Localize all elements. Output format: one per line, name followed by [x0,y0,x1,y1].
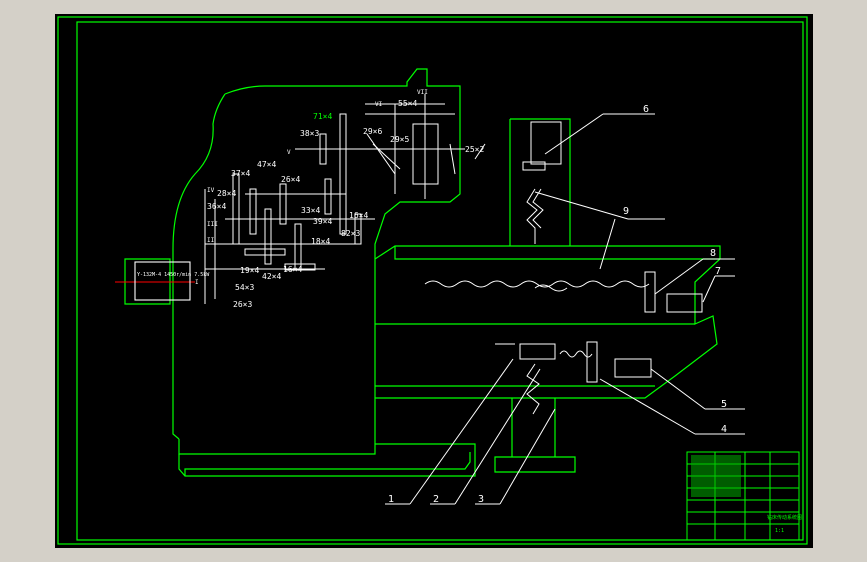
lower-clutch [586,341,598,383]
shaft-vii-label: VII [417,89,428,96]
gearbox-internals [204,94,486,304]
gear-26x3: 26×3 [233,300,252,309]
shaft-ii-label: II [207,237,215,244]
gear-16x4-b: 16×4 [283,265,302,274]
outer-frame [57,16,808,545]
spindle-motor-flange [522,161,546,171]
title-block-scale: 1:1 [775,528,784,534]
lower-motor [614,358,652,378]
motor-body [134,261,191,301]
callout-8: 8 [710,248,716,259]
callout-3: 3 [478,494,484,505]
vertical-spring-upper-b [532,188,544,229]
drawing-canvas: Y-132M-4 1450r/min 7.5kW [55,14,813,548]
title-block-name: 钻床传动系统图 [767,514,802,521]
callout-4: 4 [721,424,727,435]
shaft-iii-label: III [207,221,218,228]
gear-39x4: 39×4 [313,217,332,226]
gear-18x4: 18×4 [311,237,330,246]
horizontal-leadscrew-b [534,284,568,292]
gear-55x4: 55×4 [398,99,417,108]
callout-6: 6 [643,104,649,115]
gear-71x4: 71×4 [313,112,332,121]
lower-gear-box [519,343,556,360]
machine-body-outline [124,68,721,477]
callout-9: 9 [623,206,629,217]
drawing-svg: Y-132M-4 1450r/min 7.5kW [57,16,808,545]
motor-label: Y-132M-4 1450r/min 7.5kW [137,272,210,278]
lower-spring [559,350,593,358]
shaft-vi-label: VI [375,101,383,108]
callout-leaders [385,113,745,505]
clutch-8 [644,271,656,313]
gear-82x3: 82×3 [341,229,360,238]
title-block-fill [691,455,741,497]
gear-33x4: 33×4 [301,206,320,215]
gear-29x5: 29×5 [390,135,409,144]
gear-47x4: 47×4 [257,160,276,169]
callout-5: 5 [721,399,727,410]
callout-7: 7 [715,266,721,277]
gear-19x4-a: 19×4 [240,266,259,275]
feed-motor [666,293,703,313]
gear-38x3: 38×3 [300,129,319,138]
gear-28x4: 28×4 [217,189,236,198]
gear-16x4-a: 16×4 [349,211,368,220]
gear-54x3: 54×3 [235,283,254,292]
inner-border [76,21,804,541]
horizontal-leadscrew [424,280,650,288]
gear-36x4: 36×4 [207,202,226,211]
shaft-iv-label: IV [207,187,215,194]
gear-29x6: 29×6 [363,127,382,136]
gear-42x4: 42×4 [262,272,281,281]
gear-25x2: 25×2 [465,145,484,154]
shaft-v-label: V [287,149,291,156]
vertical-spring-lower [526,363,540,415]
gear-label-group: VI VII V IV III II I 55×4 71×4 29×6 29×5… [195,89,484,309]
vertical-spring-upper [526,188,538,244]
shaft-i-label: I [195,279,199,286]
title-block [686,451,800,541]
gear-26x4: 26×4 [281,175,300,184]
callout-1: 1 [388,494,394,505]
callout-2: 2 [433,494,439,505]
spindle-motor [530,121,562,165]
gear-37x4: 37×4 [231,169,250,178]
